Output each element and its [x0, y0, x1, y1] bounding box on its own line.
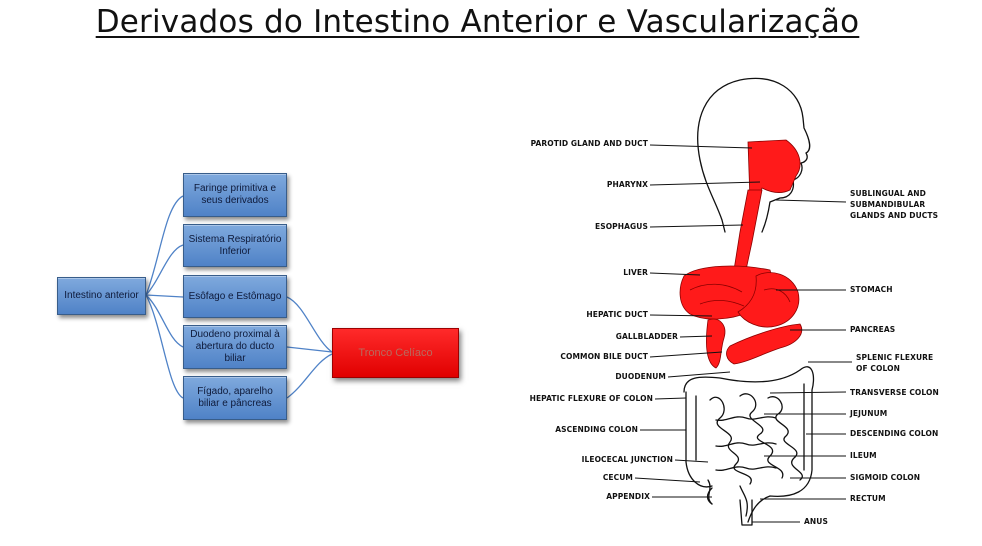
pancreas-highlight [726, 323, 803, 365]
child-box-2: Sistema Respiratório Inferior [183, 224, 287, 267]
pharynx-highlight [747, 139, 801, 201]
label-pharynx: PHARYNX [606, 180, 648, 189]
label-jejunum: JEJUNUM [850, 409, 888, 418]
label-sublingual-1: SUBLINGUAL AND [850, 189, 926, 198]
child-box-5: Fígado, aparelho biliar e pâncreas [183, 376, 287, 420]
neck-back [699, 159, 726, 233]
stomach-highlight [737, 272, 800, 328]
gallbladder-highlight [706, 318, 726, 369]
rectum-outline [739, 499, 753, 526]
label-hepatic-flexure: HEPATIC FLEXURE OF COLON [529, 394, 653, 403]
head-outline [697, 77, 811, 233]
small-intestine-loops [709, 393, 803, 485]
connector-root-3 [145, 294, 184, 298]
label-transverse-colon: TRANSVERSE COLON [850, 388, 939, 397]
root-label: Intestino anterior [64, 290, 139, 301]
label-cecum: CECUM [602, 473, 633, 482]
label-anus: ANUS [804, 517, 828, 526]
label-splenic-flexure-2: OF COLON [856, 364, 900, 373]
connector-target-4 [286, 346, 333, 353]
root-box: Intestino anterior [57, 277, 146, 315]
connector-root-2 [145, 244, 184, 296]
child-box-4: Duodeno proximal à abertura do ducto bil… [183, 325, 287, 369]
label-parotid: PAROTID GLAND AND DUCT [530, 139, 648, 148]
label-stomach: STOMACH [850, 285, 893, 294]
child-label-2: Sistema Respiratório Inferior [188, 233, 282, 257]
connector-root-4 [145, 294, 184, 348]
connector-target-5 [286, 353, 333, 399]
label-hepatic-duct: HEPATIC DUCT [586, 310, 648, 319]
child-label-3: Esôfago e Estômago [188, 290, 282, 302]
connector-target-3 [286, 296, 333, 353]
label-appendix: APPENDIX [606, 492, 650, 501]
appendix-outline [706, 487, 713, 505]
label-esophagus: ESOPHAGUS [594, 222, 648, 231]
page-title: Derivados do Intestino Anterior e Vascul… [95, 4, 860, 40]
label-sigmoid-colon: SIGMOID COLON [850, 473, 921, 482]
child-label-5: Fígado, aparelho biliar e pâncreas [197, 386, 273, 409]
large-intestine-outline [683, 366, 815, 523]
esophagus-highlight [733, 189, 763, 271]
label-ileocecal-junction: ILEOCECAL JUNCTION [581, 455, 673, 464]
label-ascending-colon: ASCENDING COLON [555, 425, 638, 434]
connector-root-1 [145, 195, 184, 296]
target-box: Tronco Celíaco [332, 328, 459, 378]
label-gallbladder: GALLBLADDER [615, 332, 678, 341]
label-rectum: RECTUM [850, 494, 886, 503]
label-pancreas: PANCREAS [850, 325, 896, 334]
label-common-bile-duct: COMMON BILE DUCT [560, 352, 648, 361]
label-descending-colon: DESCENDING COLON [850, 429, 939, 438]
label-splenic-flexure-1: SPLENIC FLEXURE [856, 353, 934, 362]
target-label: Tronco Celíaco [358, 347, 433, 359]
label-liver: LIVER [623, 268, 648, 277]
label-sublingual-3: GLANDS AND DUCTS [850, 211, 939, 220]
label-duodenum: DUODENUM [615, 372, 666, 381]
child-box-1: Faringe primitiva e seus derivados [183, 173, 287, 217]
label-ileum: ILEUM [850, 451, 877, 460]
label-sublingual-2: SUBMANDIBULAR [850, 200, 926, 209]
child-label-4: Duodeno proximal à abertura do ducto bil… [190, 329, 280, 364]
child-label-1: Faringe primitiva e seus derivados [193, 183, 277, 206]
child-box-3: Esôfago e Estômago [183, 275, 287, 318]
connector-root-5 [145, 294, 184, 399]
